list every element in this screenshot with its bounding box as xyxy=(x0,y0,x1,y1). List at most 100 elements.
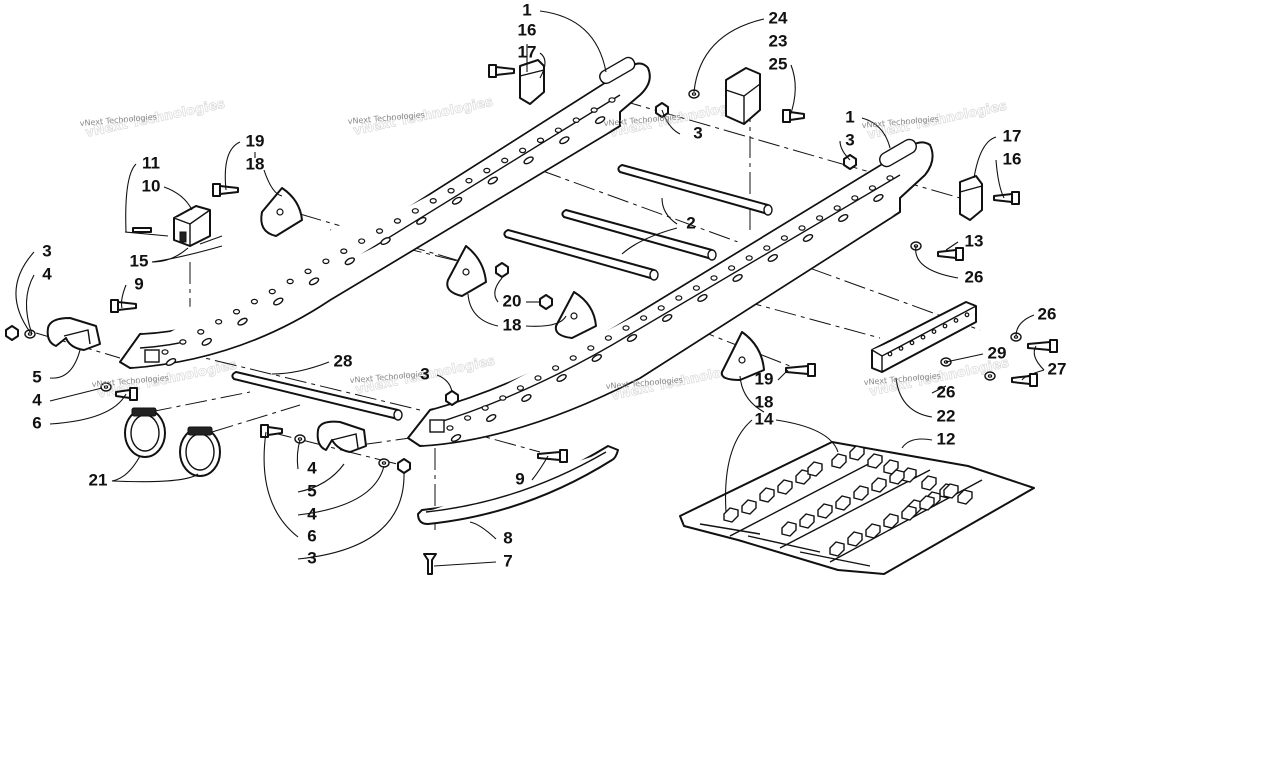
bolt-shaft xyxy=(537,451,561,461)
callout-c19b: 19 xyxy=(755,369,774,388)
track-lug xyxy=(871,477,887,493)
switch-assembly xyxy=(124,205,223,247)
track-lug xyxy=(849,445,865,461)
rail-hole xyxy=(536,137,545,144)
rail-slot xyxy=(450,433,462,443)
washer-hole xyxy=(297,437,303,441)
rail-slot xyxy=(556,373,567,383)
rail-hole xyxy=(851,195,859,201)
track-lug xyxy=(781,521,797,537)
track-lug xyxy=(777,479,793,495)
rail-slot xyxy=(802,233,814,243)
rail-hole xyxy=(886,175,894,181)
callout-c15: 15 xyxy=(130,251,149,270)
right-slide-rail xyxy=(407,138,934,447)
callout-c26b: 26 xyxy=(1038,304,1057,323)
guard-hole xyxy=(942,323,948,329)
track-lug xyxy=(847,531,863,547)
rail-hole xyxy=(340,248,348,255)
switch-screw xyxy=(132,227,152,233)
rail-hole xyxy=(763,245,771,251)
callout-c10: 10 xyxy=(142,176,161,195)
rail-slot xyxy=(273,297,284,306)
rail-hole xyxy=(179,339,187,345)
callout-c4d: 4 xyxy=(307,504,317,523)
rail-hole xyxy=(215,318,223,325)
rail-slot xyxy=(201,337,212,346)
callout-c14: 14 xyxy=(755,409,774,428)
rail-hole xyxy=(304,268,312,275)
rail-slot xyxy=(521,393,532,403)
bolt-head xyxy=(110,299,119,313)
rail-hole xyxy=(161,349,169,355)
callout-c18a: 18 xyxy=(246,154,265,173)
bolt-head xyxy=(1011,191,1020,205)
track-lug xyxy=(835,495,851,511)
guard-hole xyxy=(964,312,970,318)
rail-slot xyxy=(487,176,499,185)
washer-hole xyxy=(27,332,33,336)
callout-c4a: 4 xyxy=(42,264,52,283)
callout-c17a: 17 xyxy=(518,42,537,61)
rail-hole xyxy=(639,315,648,321)
callout-c23: 23 xyxy=(769,31,788,50)
rail-slot xyxy=(451,196,463,205)
rail-slot xyxy=(626,333,638,343)
callout-c3e: 3 xyxy=(307,548,316,567)
rail-slot xyxy=(485,413,497,423)
bolt-head xyxy=(260,424,269,438)
track-lug xyxy=(759,487,775,503)
washer-hole xyxy=(103,385,109,389)
rear-guard-plate xyxy=(871,301,977,373)
callout-c22: 22 xyxy=(937,406,956,425)
callout-c20: 20 xyxy=(503,291,522,310)
washer-hole xyxy=(381,461,387,465)
rail-hole xyxy=(815,215,824,221)
left-slide-rail xyxy=(119,56,651,369)
bracket-17-left xyxy=(519,59,545,105)
rail-hole xyxy=(429,198,437,204)
track-section xyxy=(679,441,1035,575)
callout-c27: 27 xyxy=(1048,359,1067,378)
callout-c16b: 16 xyxy=(1003,149,1022,168)
washer-hole xyxy=(987,374,993,378)
callout-c17b: 17 xyxy=(1003,126,1022,145)
callout-c24: 24 xyxy=(769,8,788,27)
rail-hole xyxy=(483,167,491,174)
guard-hole xyxy=(898,346,904,351)
callout-c11: 11 xyxy=(142,153,160,172)
callout-c16a: 16 xyxy=(518,20,537,39)
rail-hole xyxy=(569,355,577,361)
rail-hole xyxy=(833,205,841,211)
bolt-head xyxy=(129,387,138,401)
rail-slot xyxy=(237,317,248,326)
washer-hole xyxy=(691,92,697,96)
callout-c4b: 4 xyxy=(32,390,42,409)
track-lug xyxy=(883,459,899,475)
bolt-head xyxy=(488,64,497,78)
rail-slot xyxy=(873,193,884,203)
bolt-shaft xyxy=(115,389,131,399)
callout-c1a: 1 xyxy=(522,0,531,19)
rail-hole xyxy=(286,278,294,285)
bolt-shaft xyxy=(495,66,515,76)
rail-hole xyxy=(447,187,455,194)
bolt-shaft xyxy=(937,249,957,259)
track-lug xyxy=(901,505,917,521)
callout-c3a: 3 xyxy=(693,123,702,142)
guard-hole xyxy=(953,318,959,323)
rail-slot xyxy=(165,357,177,367)
rail-hole xyxy=(604,335,613,341)
rail-slot xyxy=(416,216,427,225)
rail-hole xyxy=(727,265,736,271)
bolt-shaft xyxy=(1011,375,1031,385)
cross-shafts xyxy=(503,164,773,281)
rail-hole xyxy=(197,329,205,335)
callout-c3c: 3 xyxy=(42,241,51,260)
rail-slot xyxy=(591,353,603,363)
hex-nut xyxy=(539,294,553,310)
rail-hole xyxy=(554,127,562,134)
rail-hole xyxy=(411,208,419,214)
callout-c4c: 4 xyxy=(307,458,317,477)
